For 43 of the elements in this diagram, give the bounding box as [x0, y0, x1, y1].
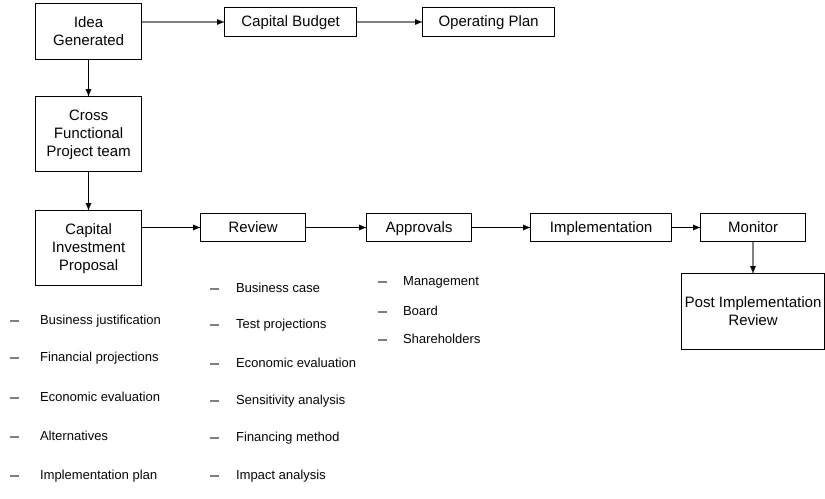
arrow	[86, 60, 92, 96]
list-item: Management	[403, 273, 479, 289]
list-item: Implementation plan	[40, 467, 158, 483]
list-item: Board	[403, 303, 438, 319]
arrow	[306, 224, 366, 230]
process-box	[681, 273, 825, 350]
arrow	[672, 224, 700, 230]
process-box	[35, 3, 142, 60]
list-item: Economic evaluation	[236, 355, 356, 371]
arrow	[750, 242, 756, 274]
arrow	[356, 19, 422, 25]
process-box	[530, 213, 672, 242]
arrow	[86, 172, 92, 210]
box-label: Review	[228, 218, 278, 236]
box-label: Post Implementation Review	[684, 294, 822, 330]
arrow	[142, 19, 224, 25]
process-box	[700, 213, 806, 242]
list-item: Financial projections	[40, 349, 159, 365]
list-item: Alternatives	[40, 428, 108, 444]
arrow	[142, 224, 200, 230]
arrow	[472, 224, 530, 230]
list-item: Test projections	[236, 316, 326, 332]
list-item: Business case	[236, 280, 320, 296]
box-label: Approvals	[386, 218, 452, 236]
box-label: Implementation	[550, 218, 652, 236]
box-label: Capital Investment Proposal	[50, 221, 126, 275]
box-label: Cross Functional Project team	[45, 107, 132, 161]
box-label: Monitor	[728, 218, 778, 236]
list-item: Business justification	[40, 312, 161, 328]
process-box	[366, 213, 472, 242]
box-label: Idea Generated	[52, 14, 125, 50]
list-item: Sensitivity analysis	[236, 392, 346, 408]
process-box	[200, 213, 306, 242]
process-box	[224, 7, 357, 37]
process-box	[422, 7, 555, 37]
list-item: Impact analysis	[236, 467, 326, 483]
list-item: Financing method	[236, 429, 340, 445]
process-box	[35, 96, 142, 172]
box-label: Operating Plan	[438, 13, 539, 31]
box-label: Capital Budget	[241, 13, 340, 31]
list-item: Shareholders	[403, 331, 480, 347]
list-item: Economic evaluation	[40, 389, 160, 405]
process-box	[35, 210, 142, 286]
